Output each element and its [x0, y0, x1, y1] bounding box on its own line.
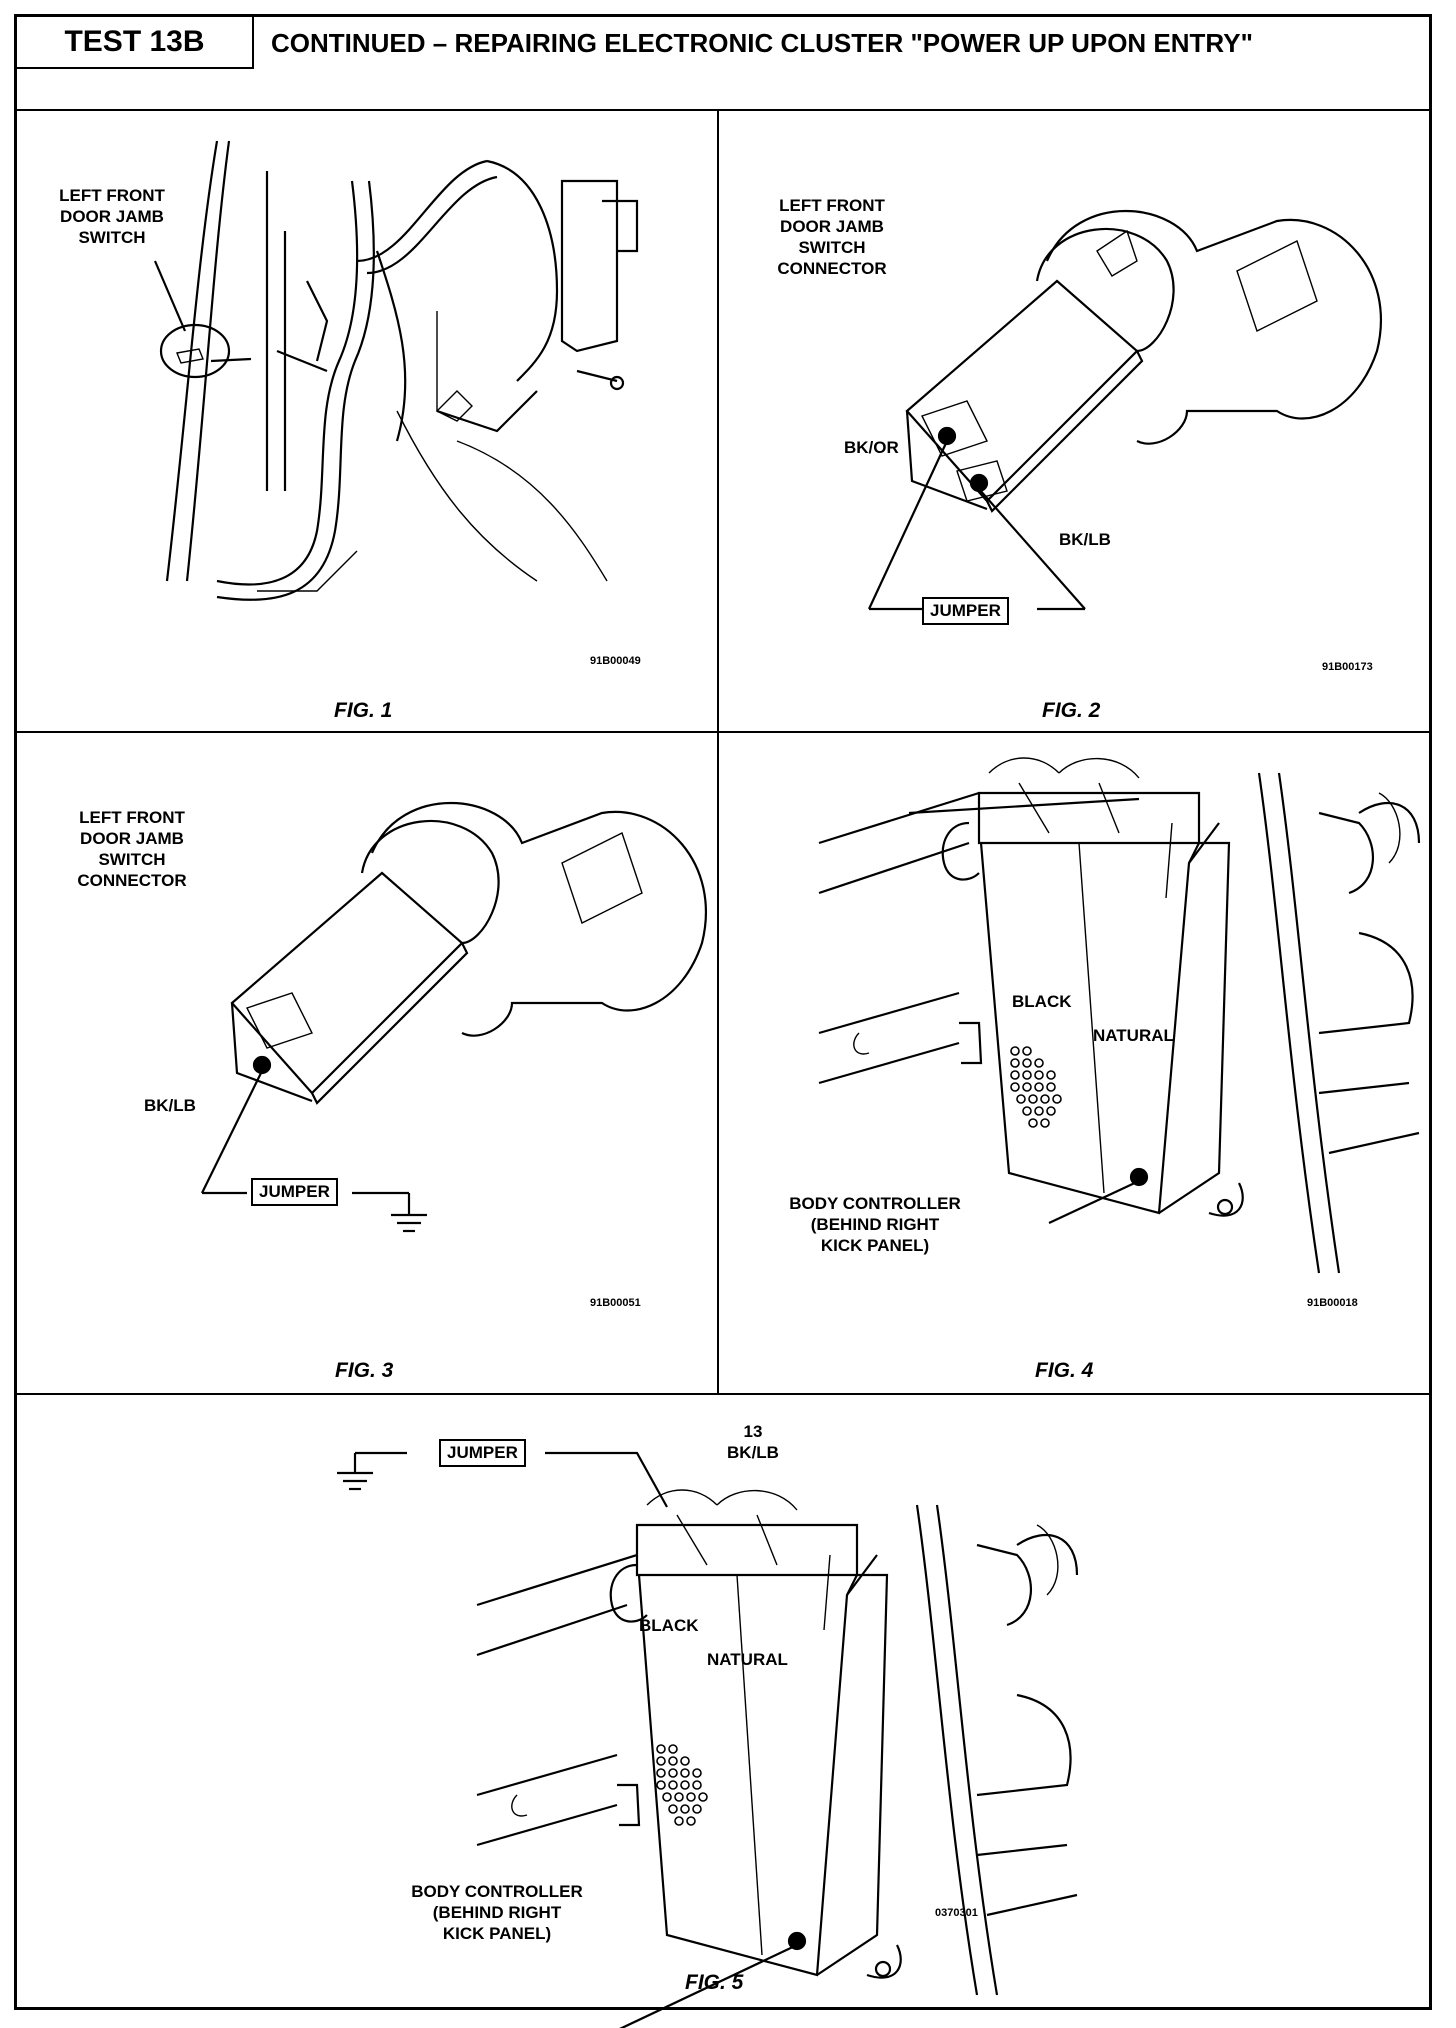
fig3-label-line1: LEFT FRONT: [79, 808, 185, 827]
header: TEST 13B CONTINUED – REPAIRING ELECTRONI…: [17, 17, 1429, 111]
fig2-connector-illustration: [868, 209, 1383, 611]
fig4-controller-line1: BODY CONTROLLER: [789, 1194, 961, 1213]
fig5-vent-hole-grid: [656, 1744, 708, 1826]
page-frame: TEST 13B CONTINUED – REPAIRING ELECTRONI…: [14, 14, 1432, 2028]
fig5-pin-label: 13 BK/LB: [723, 1421, 783, 1463]
fig4-vent-hole-grid: [1010, 1046, 1062, 1128]
fig2-code: 91B00173: [1322, 661, 1373, 673]
fig1-label-line1: LEFT FRONT: [59, 186, 165, 205]
fig5-controller-line1: BODY CONTROLLER: [411, 1882, 583, 1901]
fig1-code: 91B00049: [590, 655, 641, 667]
fig3-label-line4: CONNECTOR: [77, 871, 187, 890]
fig2-label-line2: DOOR JAMB: [780, 217, 884, 236]
fig4-black-label: BLACK: [1012, 992, 1072, 1011]
fig2-label: LEFT FRONT DOOR JAMB SWITCH CONNECTOR: [757, 195, 907, 279]
fig3-label-line3: SWITCH: [98, 850, 166, 869]
fig5-controller-label: BODY CONTROLLER (BEHIND RIGHT KICK PANEL…: [367, 1881, 627, 1944]
fig3-pin: BK/LB: [144, 1096, 196, 1115]
fig4-controller-line3: KICK PANEL): [820, 1236, 930, 1255]
fig3-jumper-box: JUMPER: [251, 1178, 338, 1206]
fig5-jumper-box: JUMPER: [439, 1439, 526, 1467]
fig5-controller-line3: KICK PANEL): [442, 1924, 552, 1943]
fig5-pin-wire: BK/LB: [727, 1443, 779, 1462]
fig4-natural-label: NATURAL: [1093, 1026, 1174, 1045]
fig2-label-line4: CONNECTOR: [777, 259, 887, 278]
grid-divider-h1: [17, 731, 1429, 733]
fig3-caption: FIG. 3: [335, 1359, 394, 1382]
fig1-label-line2: DOOR JAMB: [60, 207, 164, 226]
fig4-vent-holes: [1007, 1043, 1077, 1133]
fig2-pin-b: BK/LB: [1059, 530, 1111, 549]
grid-divider-v1: [717, 111, 719, 1393]
fig2-jumper-box: JUMPER: [922, 597, 1009, 625]
fig5-pin-number: 13: [743, 1422, 763, 1441]
fig4-controller-label: BODY CONTROLLER (BEHIND RIGHT KICK PANEL…: [745, 1193, 1005, 1256]
grid-divider-h2: [17, 1393, 1429, 1395]
fig3-code: 91B00051: [590, 1297, 641, 1309]
fig1-caption: FIG. 1: [334, 699, 393, 722]
fig3-connector-illustration: [201, 801, 708, 1233]
fig2-caption: FIG. 2: [1042, 699, 1101, 722]
fig1-door-jamb-illustration: [153, 140, 639, 601]
fig2-pin-a: BK/OR: [844, 438, 899, 457]
page-title: CONTINUED – REPAIRING ELECTRONIC CLUSTER…: [271, 27, 1253, 58]
fig5-body-controller-illustration: [337, 1451, 1079, 2028]
fig5-black-label: BLACK: [639, 1616, 699, 1635]
fig4-controller-line2: (BEHIND RIGHT: [810, 1215, 940, 1234]
fig5-code: 0370301: [935, 1907, 978, 1919]
fig4-caption: FIG. 4: [1035, 1359, 1094, 1382]
fig4-code: 91B00018: [1307, 1297, 1358, 1309]
fig1-label: LEFT FRONT DOOR JAMB SWITCH: [47, 185, 177, 248]
fig5-vent-holes: [653, 1741, 723, 1831]
fig5-natural-label: NATURAL: [707, 1650, 788, 1669]
fig3-label-line2: DOOR JAMB: [80, 829, 184, 848]
fig2-label-line3: SWITCH: [798, 238, 866, 257]
fig4-body-controller-illustration: [818, 757, 1421, 1274]
fig1-label-line3: SWITCH: [78, 228, 146, 247]
fig3-label: LEFT FRONT DOOR JAMB SWITCH CONNECTOR: [57, 807, 207, 891]
test-id: TEST 13B: [17, 17, 254, 69]
fig2-label-line1: LEFT FRONT: [779, 196, 885, 215]
fig5-controller-line2: (BEHIND RIGHT: [432, 1903, 562, 1922]
fig5-caption: FIG. 5: [685, 1971, 744, 1994]
